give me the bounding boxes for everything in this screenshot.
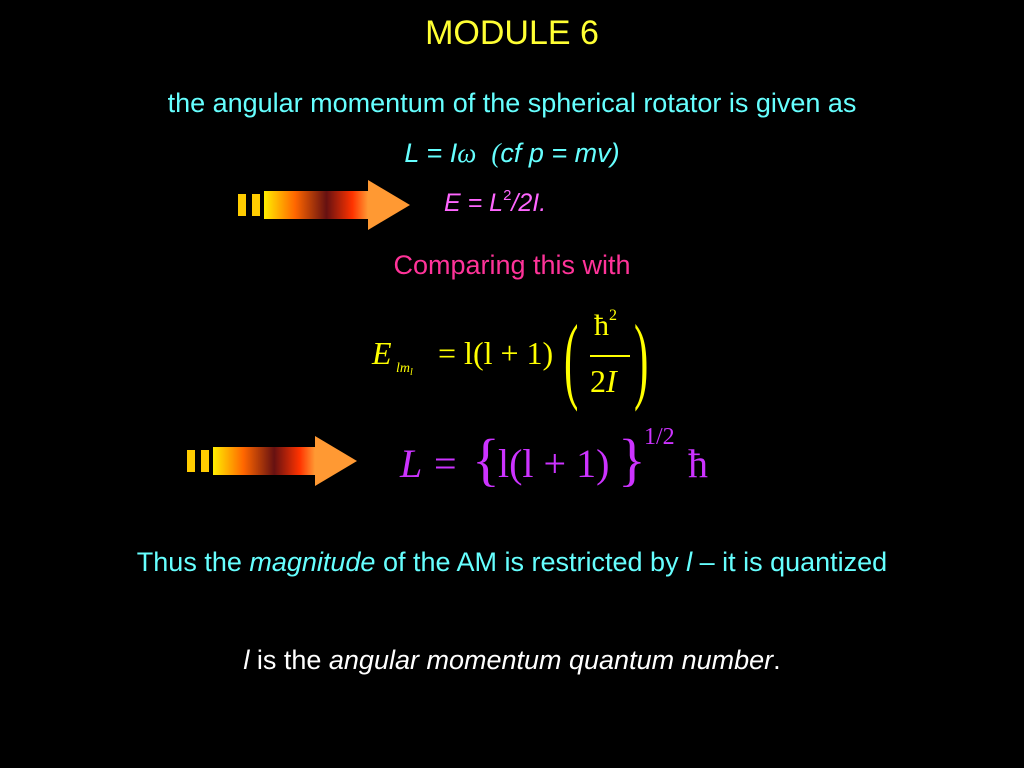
eq2-brace-open: { <box>472 427 500 492</box>
eq2-hbar: ħ <box>688 441 708 486</box>
omega-symbol: ω <box>457 138 477 168</box>
right-arrow-icon <box>238 180 410 230</box>
angular-momentum-formula: L = Iω (cf p = mv) <box>0 138 1024 169</box>
eq1-fraction-bar <box>590 355 630 357</box>
energy-e-eq-l: E = L <box>444 189 504 217</box>
eq1-subscript: lml <box>396 361 413 378</box>
quantized-statement: Thus the magnitude of the AM is restrict… <box>136 547 888 577</box>
eq2-equals: = <box>434 441 457 486</box>
eq1-paren-open: ( <box>564 305 579 412</box>
energy-divisor: /2I. <box>511 189 547 217</box>
paren-open: ( <box>491 138 501 168</box>
magnitude-word: magnitude <box>249 547 376 577</box>
eq1-paren-close: ) <box>634 305 649 412</box>
intro-line: the angular momentum of the spherical ro… <box>167 88 857 118</box>
page-title: MODULE 6 <box>425 14 599 52</box>
comparing-line: Comparing this with <box>393 250 631 280</box>
cf-momentum: cf p = mv) <box>500 138 620 168</box>
l-symbol: l <box>243 645 250 675</box>
eq2-l: L <box>400 441 423 486</box>
energy-exponent: 2 <box>503 187 512 204</box>
eq1-denominator: 2I <box>590 363 617 399</box>
eq1-l-l-plus-1: = l(l + 1) <box>438 335 554 371</box>
quantum-number-definition: l is the angular momentum quantum number… <box>243 645 781 675</box>
angular-momentum-magnitude-equation: L = { l(l + 1) } 1/2 ħ <box>396 420 726 500</box>
energy-formula: E = L2/2I. <box>444 187 547 218</box>
quantum-number-phrase: angular momentum quantum number <box>328 645 774 675</box>
eq2-inner: l(l + 1) <box>498 441 610 486</box>
energy-levels-equation: E lml = l(l + 1) ( ħ2 2I ) <box>372 305 662 415</box>
eq2-exponent: 1/2 <box>644 424 675 450</box>
eq2-brace-close: } <box>618 427 646 492</box>
l-symbol: l <box>686 547 693 577</box>
eq1-e: E <box>372 335 392 371</box>
formula-l-eq-i: L = I <box>404 138 458 168</box>
eq1-numerator: ħ2 <box>594 307 617 342</box>
right-arrow-icon <box>187 436 357 486</box>
